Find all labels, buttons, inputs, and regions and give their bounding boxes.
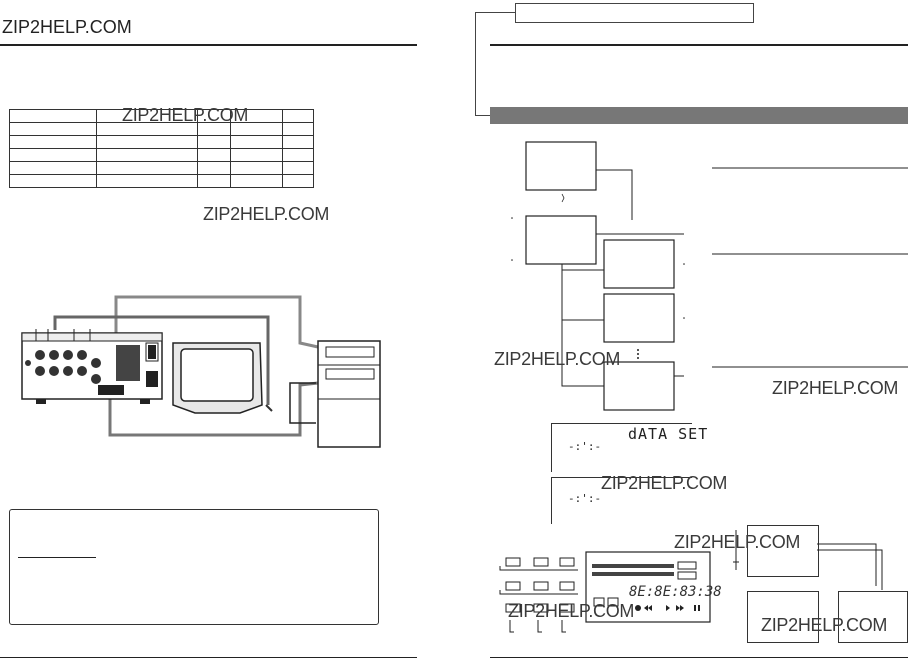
header-rule-left	[0, 44, 417, 46]
callout-box-2	[747, 591, 819, 643]
callout-connectors	[733, 530, 883, 590]
flow-box-3	[603, 239, 675, 289]
watermark: ZIP2HELP.COM	[761, 615, 888, 635]
flow-box-1	[525, 141, 597, 191]
callout-box-3	[838, 591, 908, 643]
header-rule-right	[490, 44, 908, 46]
footer-rule-right	[490, 657, 908, 658]
timecode-readout: 8E:8E:83:38	[629, 584, 722, 600]
connection-diagram	[21, 295, 381, 448]
monitor	[172, 342, 263, 414]
table-row	[9, 161, 314, 175]
footer-rule-left	[0, 657, 417, 658]
watermark: ZIP2HELP.COM	[772, 378, 899, 398]
lcd-blink-2: -:':-	[568, 492, 602, 505]
table-row	[9, 148, 314, 162]
lcd-blink-1: -:':-	[568, 440, 602, 453]
table-row	[9, 109, 314, 123]
bracket-top	[475, 12, 515, 13]
site-header: ZIP2HELP.COM	[2, 17, 132, 37]
watermark: ZIP2HELP.COM	[494, 349, 621, 369]
display-panel-2	[551, 477, 692, 524]
flow-box-2	[525, 215, 597, 265]
bracket-vertical	[475, 12, 476, 116]
watermark: ZIP2HELP.COM	[508, 601, 635, 621]
recorder-unit	[21, 329, 163, 404]
section-bar	[490, 107, 908, 124]
flow-box-5	[603, 361, 675, 411]
channel-buttons	[505, 557, 575, 613]
spec-table	[9, 109, 314, 188]
front-panel	[499, 551, 711, 633]
watermark: ZIP2HELP.COM	[601, 473, 728, 493]
bracket-bottom	[475, 115, 490, 116]
table-row	[9, 174, 314, 188]
callout-box-1	[747, 525, 819, 577]
note-box	[9, 509, 379, 625]
flow-diagram	[511, 141, 908, 411]
watermark: ZIP2HELP.COM	[203, 204, 330, 224]
watermark: ZIP2HELP.COM	[674, 532, 801, 552]
flow-box-4	[603, 293, 675, 343]
lcd-data-set: dATA SET	[628, 425, 709, 443]
watermark: ZIP2HELP.COM	[122, 105, 249, 125]
table-row	[9, 135, 314, 149]
computer-tower	[289, 340, 381, 448]
note-underline	[18, 557, 96, 558]
transport-buttons	[635, 605, 700, 611]
display-panel-1	[551, 423, 692, 472]
header-frame	[515, 3, 754, 23]
